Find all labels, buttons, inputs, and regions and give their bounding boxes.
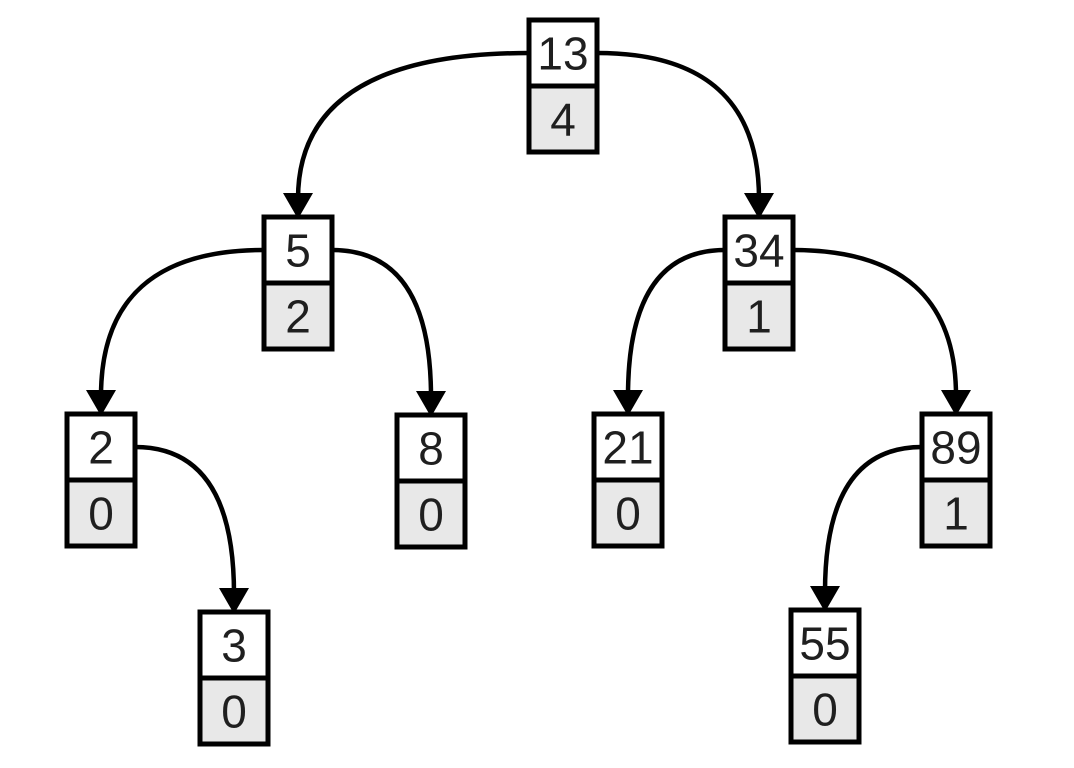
- node-key-label: 13: [537, 28, 588, 80]
- node-key-cell: [64, 411, 138, 483]
- node-key-label: 34: [733, 225, 784, 277]
- node-key-label: 21: [602, 422, 653, 474]
- node-key-label: 3: [221, 620, 247, 672]
- edge-arrowhead: [283, 193, 313, 219]
- edge-2-3: [132, 444, 249, 614]
- node-aux-cell: [788, 673, 862, 745]
- edge-arrowhead: [810, 586, 840, 612]
- tree-node-3: 30: [197, 609, 271, 747]
- edge-13-5: [283, 50, 532, 219]
- edge-curve: [295, 50, 532, 202]
- node-key-cell: [788, 607, 862, 679]
- node-aux-label: 4: [550, 94, 576, 146]
- node-aux-cell: [526, 83, 600, 155]
- edge-34-89: [790, 247, 971, 416]
- edge-curve: [132, 444, 237, 597]
- node-key-cell: [526, 17, 600, 89]
- edge-13-34: [594, 50, 774, 219]
- edge-arrowhead: [86, 390, 116, 416]
- node-aux-label: 0: [221, 686, 247, 738]
- edge-34-21: [613, 247, 728, 416]
- edge-arrowhead: [744, 193, 774, 219]
- edge-curve: [625, 247, 728, 399]
- edge-arrowhead: [941, 390, 971, 416]
- node-aux-label: 0: [88, 488, 114, 540]
- edge-curve: [329, 247, 434, 400]
- node-key-cell: [197, 609, 271, 681]
- edge-curve: [594, 50, 762, 202]
- edge-curve: [822, 444, 925, 595]
- node-key-label: 55: [799, 618, 850, 670]
- edge-arrowhead: [613, 390, 643, 416]
- tree-node-13: 134: [526, 17, 600, 155]
- node-key-label: 8: [418, 423, 444, 475]
- tree-node-34: 341: [722, 214, 796, 352]
- tree-node-2: 20: [64, 411, 138, 549]
- node-aux-cell: [64, 477, 138, 549]
- node-key-label: 5: [285, 225, 311, 277]
- node-aux-cell: [591, 477, 665, 549]
- node-aux-cell: [197, 675, 271, 747]
- node-aux-cell: [261, 280, 335, 352]
- edge-curve: [98, 247, 267, 399]
- tree-node-55: 550: [788, 607, 862, 745]
- edge-89-55: [810, 444, 925, 612]
- tree-node-5: 52: [261, 214, 335, 352]
- node-aux-label: 0: [615, 488, 641, 540]
- edge-5-8: [329, 247, 446, 417]
- edge-arrowhead: [416, 391, 446, 417]
- node-aux-label: 2: [285, 291, 311, 343]
- node-aux-label: 1: [943, 488, 969, 540]
- edge-5-2: [86, 247, 267, 416]
- node-key-label: 2: [88, 422, 114, 474]
- node-key-label: 89: [930, 422, 981, 474]
- node-aux-label: 0: [418, 489, 444, 541]
- node-key-cell: [261, 214, 335, 286]
- node-aux-label: 1: [746, 291, 772, 343]
- tree-node-8: 80: [394, 412, 468, 550]
- tree-node-21: 210: [591, 411, 665, 549]
- node-aux-label: 0: [812, 684, 838, 736]
- node-aux-cell: [394, 478, 468, 550]
- edge-arrowhead: [219, 588, 249, 614]
- node-aux-cell: [919, 477, 993, 549]
- tree-node-89: 891: [919, 411, 993, 549]
- node-aux-cell: [722, 280, 796, 352]
- edge-curve: [790, 247, 959, 399]
